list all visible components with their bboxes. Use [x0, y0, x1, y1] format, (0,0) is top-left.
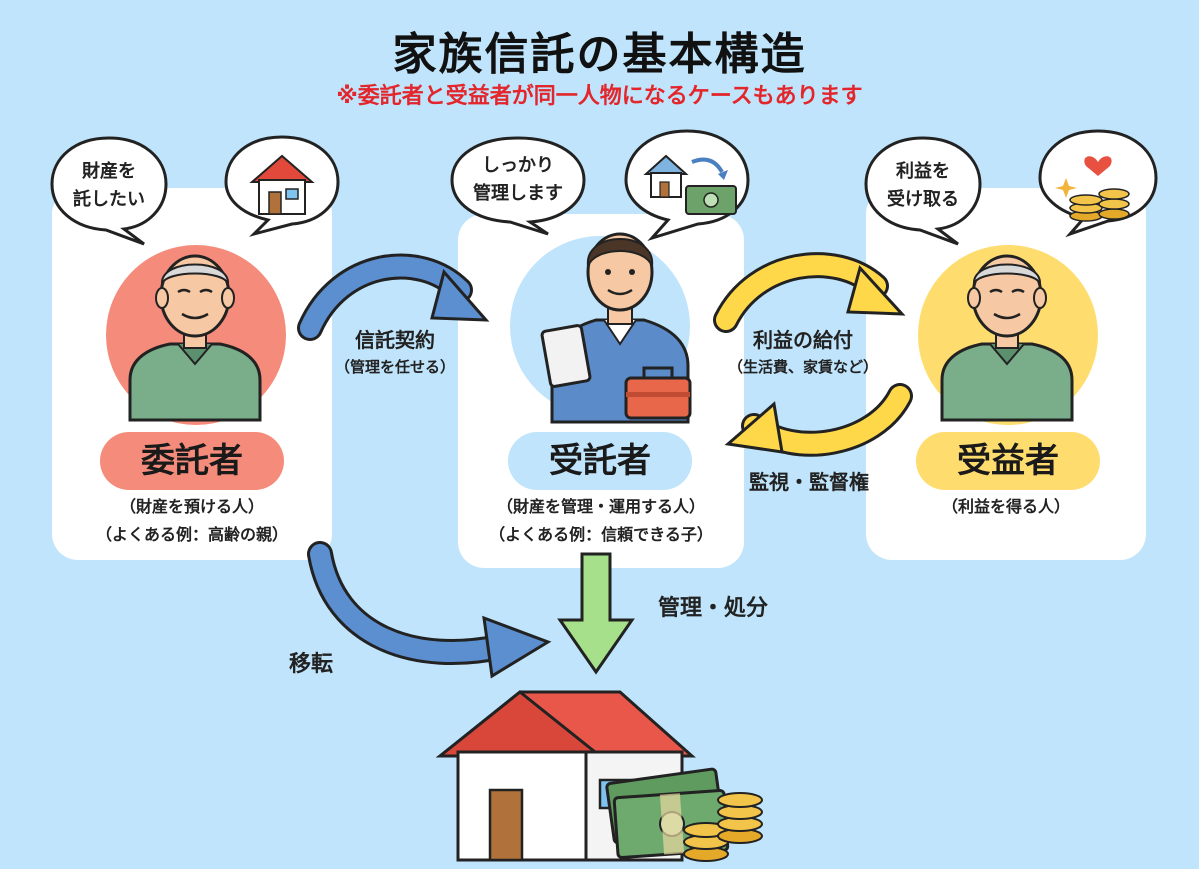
contract-sublabel: （管理を任せる）: [334, 358, 455, 376]
trustee-bubble-line1: しっかり: [482, 155, 554, 176]
house-money-icon: [643, 154, 737, 215]
trustee-person: [540, 232, 692, 424]
contract-arrow: [297, 253, 490, 341]
trustee-desc-2: （よくある例：信頼できる子）: [489, 525, 713, 544]
supervision-arrow: [724, 383, 913, 457]
beneficiary-bubble-line1: 利益を: [896, 161, 950, 182]
contract-label: 信託契約: [355, 328, 435, 352]
house-and-money-icon: [435, 690, 763, 862]
settlor-speech-bubble: 財産を 託したい: [48, 134, 170, 246]
coins-heart-icon: [1055, 156, 1130, 222]
settlor-person: [128, 254, 262, 422]
trustee-role-label: 受託者: [508, 432, 692, 490]
beneficiary-thought-bubble: [1036, 128, 1160, 238]
settlor-bubble-line1: 財産を: [82, 161, 136, 182]
trustee-desc-1: （財産を管理・運用する人）: [496, 497, 705, 516]
trustee-thought-bubble: [622, 128, 752, 241]
beneficiary-person: [940, 254, 1074, 422]
transfer-label: 移転: [288, 652, 333, 677]
settlor-role-label: 委託者: [100, 432, 284, 490]
settlor-thought-bubble: [222, 134, 342, 237]
benefit-label: 利益の給付: [753, 328, 853, 352]
transfer-arrow: [307, 541, 552, 679]
benefit-arrow: [713, 252, 906, 333]
page-subtitle: ※委託者と受益者が同一人物になるケースもあります: [336, 84, 863, 109]
page-title: 家族信託の基本構造: [392, 29, 807, 80]
trustee-speech-bubble: しっかり 管理します: [448, 134, 588, 236]
benefit-sublabel: （生活費、家賃など）: [727, 358, 878, 376]
settlor-desc-1: （財産を預ける人）: [119, 497, 264, 516]
beneficiary-bubble-line2: 受け取る: [887, 189, 959, 210]
settlor-bubble-line2: 託したい: [73, 189, 145, 210]
settlor-desc-2: （よくある例：高齢の親）: [95, 525, 288, 544]
beneficiary-role-label: 受益者: [916, 432, 1100, 490]
house-icon: [249, 154, 315, 215]
trustee-bubble-line2: 管理します: [473, 183, 563, 204]
manage-arrow: [557, 552, 635, 675]
beneficiary-speech-bubble: 利益を 受け取る: [862, 134, 984, 246]
beneficiary-desc-1: （利益を得る人）: [941, 497, 1070, 516]
supervision-label: 監視・監督権: [749, 470, 869, 494]
manage-label: 管理・処分: [657, 596, 768, 621]
